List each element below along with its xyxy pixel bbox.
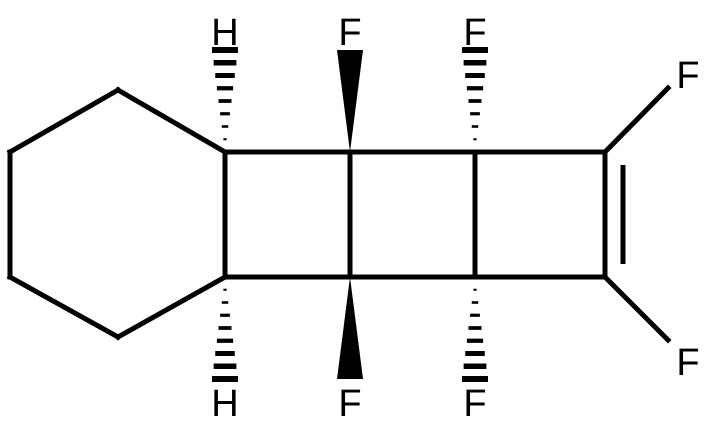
atom-label-f: F [338,383,361,425]
bond-layer-wedge-solid [337,50,363,379]
atom-label-f: F [463,12,486,54]
bond-line [6,273,122,341]
bond-line [601,84,672,156]
atom-label-h: H [211,12,238,54]
bond-line [114,86,229,156]
bond-wedge-solid [337,50,363,152]
atom-label-f: F [676,342,699,384]
bond-wedge-solid [337,277,363,379]
bond-line [601,273,672,344]
bond-layer-double [602,149,626,280]
bond-wedge-hashed [462,288,488,382]
atom-label-f: F [463,383,486,425]
bond-wedge-hashed [462,47,488,141]
atom-label-f: F [338,12,361,54]
bond-line [6,86,122,156]
bond-layer-plain [6,84,672,344]
atom-label-h: H [211,383,238,425]
atom-label-layer: H F F F F H F F [211,12,699,425]
bond-wedge-hashed [212,47,238,141]
bond-line [114,273,229,341]
bond-wedge-hashed [212,288,238,382]
atom-label-f: F [676,55,699,97]
bond-layer-wedge-hashed [212,47,488,382]
